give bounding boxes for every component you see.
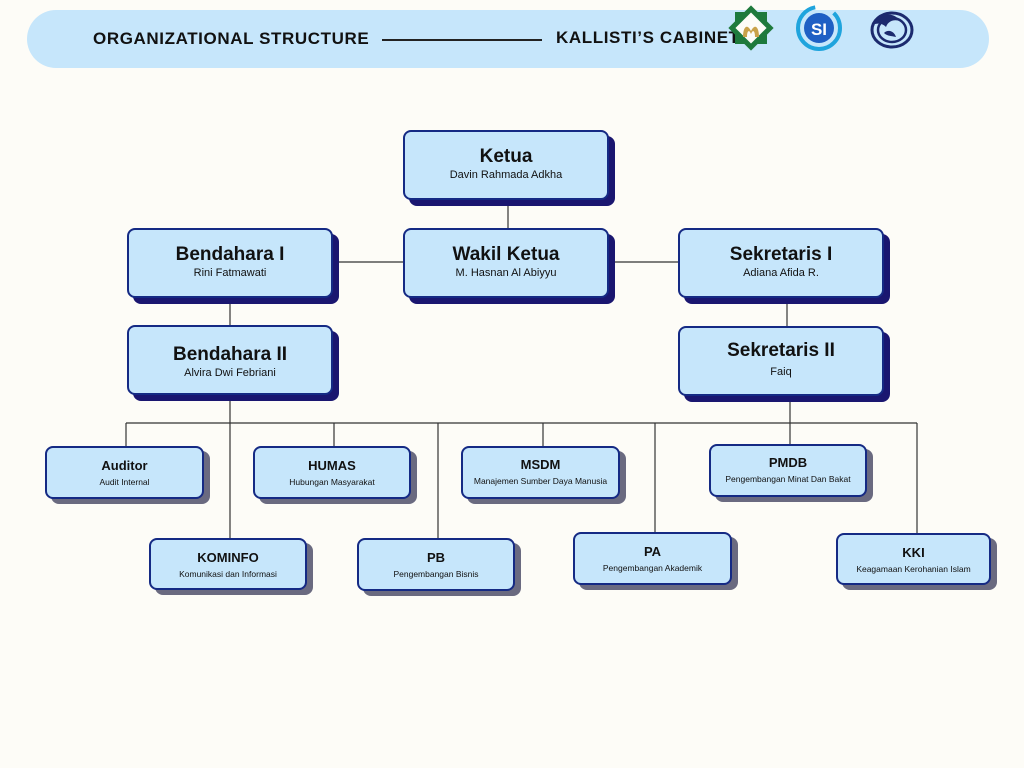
ketua-title: Ketua	[479, 146, 533, 167]
bendahara-2-name: Alvira Dwi Febriani	[184, 367, 276, 379]
division-kominfo-box: KOMINFO Komunikasi dan Informasi	[149, 538, 307, 590]
wakil-ketua-name: M. Hasnan Al Abiyyu	[455, 267, 557, 279]
division-title: KKI	[902, 545, 925, 560]
sekretaris-1-name: Adiana Afida R.	[743, 267, 819, 279]
ketua-box: Ketua Davin Rahmada Adkha	[403, 130, 609, 200]
sekretaris-2-box: Sekretaris II Faiq	[678, 326, 884, 396]
header-divider	[382, 39, 542, 41]
division-title: MSDM	[520, 457, 561, 472]
eagle-logo-icon	[864, 3, 914, 53]
division-desc: Pengembangan Akademik	[602, 563, 703, 573]
sekretaris-1-box: Sekretaris I Adiana Afida R.	[678, 228, 884, 298]
division-desc: Pengembangan Bisnis	[393, 569, 479, 579]
division-title: PMDB	[768, 455, 808, 470]
sekretaris-2-name: Faiq	[770, 366, 792, 378]
division-pa-box: PA Pengembangan Akademik	[573, 532, 732, 585]
bendahara-1-title: Bendahara I	[175, 244, 285, 265]
wakil-ketua-box: Wakil Ketua M. Hasnan Al Abiyyu	[403, 228, 609, 298]
sekretaris-1-title: Sekretaris I	[729, 244, 833, 265]
division-kki-box: KKI Keagamaan Kerohanian Islam	[836, 533, 991, 585]
bendahara-2-title: Bendahara II	[172, 344, 288, 365]
division-title: KOMINFO	[197, 550, 259, 565]
ketua-name: Davin Rahmada Adkha	[449, 169, 563, 181]
division-msdm-box: MSDM Manajemen Sumber Daya Manusia	[461, 446, 620, 499]
division-title: PA	[643, 544, 662, 559]
cabinet-name: KALLISTI’S CABINET	[556, 28, 740, 47]
division-humas-box: HUMAS Hubungan Masyarakat	[253, 446, 411, 499]
bendahara-2-box: Bendahara II Alvira Dwi Febriani	[127, 325, 333, 395]
division-desc: Hubungan Masyarakat	[289, 477, 375, 487]
division-title: HUMAS	[308, 458, 356, 473]
wakil-ketua-title: Wakil Ketua	[452, 244, 560, 265]
division-auditor-box: Auditor Audit Internal	[45, 446, 204, 499]
division-desc: Audit Internal	[99, 477, 150, 487]
division-pb-box: PB Pengembangan Bisnis	[357, 538, 515, 591]
division-pmdb-box: PMDB Pengembangan Minat Dan Bakat	[709, 444, 867, 497]
division-desc: Pengembangan Minat Dan Bakat	[725, 474, 851, 484]
division-title: Auditor	[101, 458, 148, 473]
sekretaris-2-title: Sekretaris II	[727, 340, 835, 361]
division-desc: Keagamaan Kerohanian Islam	[856, 564, 971, 574]
green-star-logo-icon	[726, 3, 776, 53]
header-title: ORGANIZATIONAL STRUCTURE	[93, 29, 370, 48]
si-logo-icon: SI	[794, 3, 844, 53]
si-logo-text: SI	[811, 20, 827, 39]
bendahara-1-box: Bendahara I Rini Fatmawati	[127, 228, 333, 298]
division-desc: Manajemen Sumber Daya Manusia	[473, 476, 608, 486]
bendahara-1-name: Rini Fatmawati	[193, 267, 267, 279]
division-title: PB	[426, 550, 446, 565]
division-desc: Komunikasi dan Informasi	[179, 569, 277, 579]
